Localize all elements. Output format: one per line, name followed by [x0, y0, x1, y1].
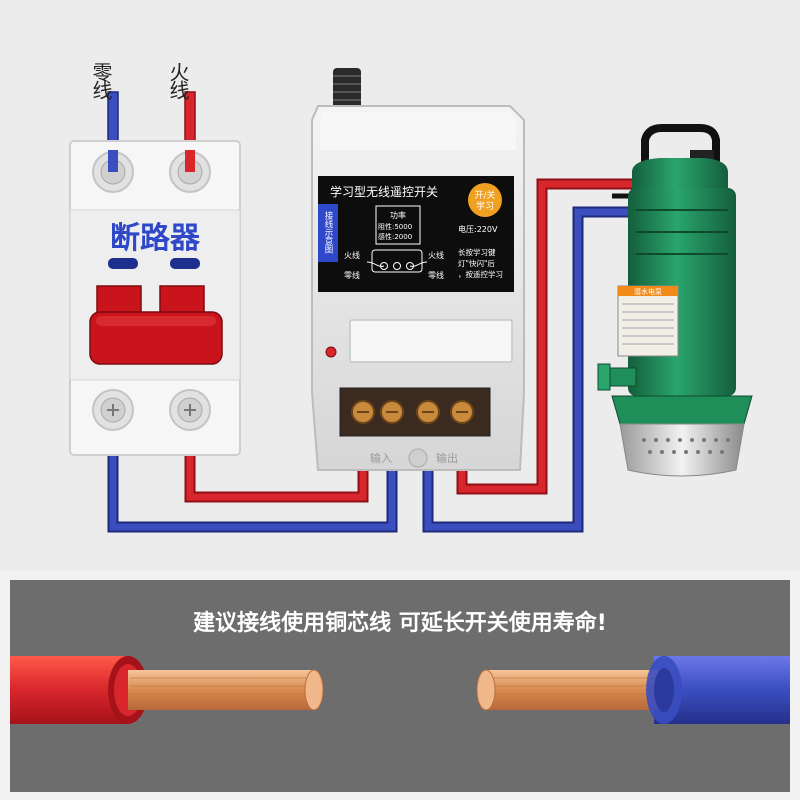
breaker-indicator-left — [108, 258, 138, 269]
schematic-neutral-out: 零线 — [428, 270, 444, 280]
status-led — [325, 346, 337, 358]
power-title: 功率 — [390, 210, 406, 220]
learn-badge[interactable] — [468, 183, 502, 217]
power-inductive: 感性:2000 — [378, 232, 412, 241]
instruction-line1: 长按学习键 — [458, 247, 496, 257]
side-tab-text: 接线示意图 — [323, 210, 333, 254]
terminal-block — [351, 400, 474, 424]
instruction-line3: ，按遥控学习 — [458, 269, 503, 279]
breaker-switch-handle[interactable] — [89, 285, 223, 365]
schematic-live-out: 火线 — [428, 250, 444, 260]
learn-badge-line2: 学习 — [476, 200, 494, 212]
input-label: 输入 — [370, 451, 392, 465]
copper-wire-banner: 建议接线使用铜芯线 可延长开关使用寿命! — [0, 570, 800, 800]
output-label: 输出 — [436, 451, 458, 465]
controller-title: 学习型无线遥控开关 — [330, 184, 438, 199]
side-tab — [318, 204, 338, 262]
pump-nameplate: 潜水电泵 — [634, 287, 662, 296]
live-wire-label: 火线 — [166, 62, 190, 100]
voltage-label: 电压:220V — [458, 224, 498, 234]
circuit-breaker: 断路器 — [69, 140, 241, 456]
banner-text: 建议接线使用铜芯线 可延长开关使用寿命! — [193, 610, 607, 636]
breaker-indicator-right — [170, 258, 200, 269]
submersible-pump: 潜水电泵 — [597, 124, 753, 477]
schematic-live-in: 火线 — [344, 250, 360, 260]
remote-switch-controller: 学习型无线遥控开关 开/关 学习 接线示意图 功率 阻性:5000 感性:200… — [311, 68, 525, 471]
breaker-label: 断路器 — [110, 221, 201, 256]
schematic-neutral-in: 零线 — [344, 270, 360, 280]
blue-copper-wire — [476, 656, 790, 724]
power-resistive: 阻性:5000 — [378, 222, 412, 231]
neutral-wire-label: 零线 — [89, 62, 113, 100]
red-copper-wire — [10, 656, 324, 724]
instruction-line2: 灯"快闪"后 — [458, 258, 495, 268]
learn-badge-line1: 开/关 — [474, 189, 495, 201]
